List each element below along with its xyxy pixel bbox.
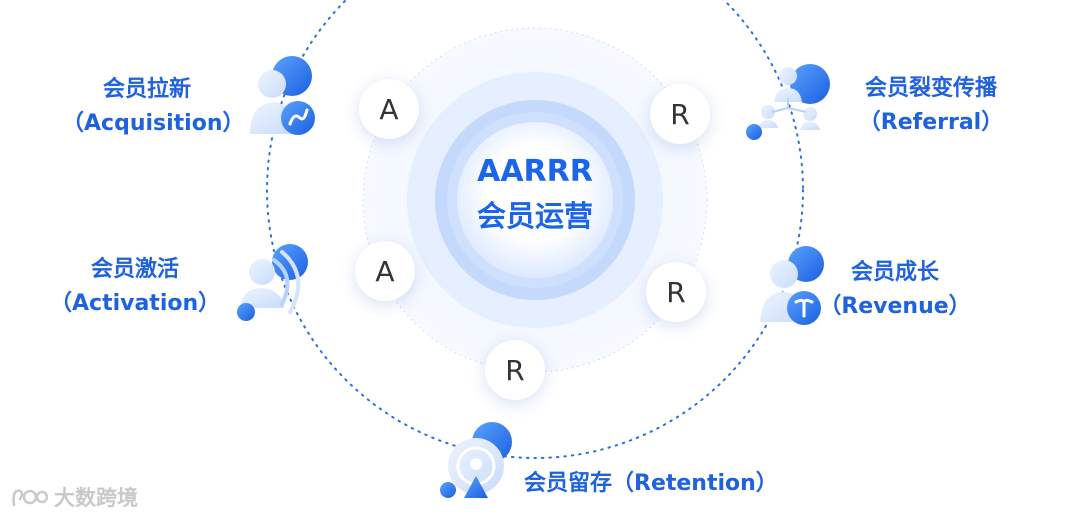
acquisition-en: （Acquisition） xyxy=(62,111,245,136)
acquisition-cn: 会员拉新 xyxy=(102,77,191,102)
activation-cn: 会员激活 xyxy=(90,257,179,282)
watermark-text: 大数跨境 xyxy=(54,486,138,510)
acquisition-icon xyxy=(250,56,315,135)
watermark-logo-icon xyxy=(12,489,48,507)
revenue-cn: 会员成长 xyxy=(850,260,939,285)
watermark: 大数跨境 xyxy=(10,482,138,512)
core-circle xyxy=(457,122,613,278)
activation-icon xyxy=(237,244,308,321)
revenue-label: 会员成长 （Revenue） xyxy=(810,256,980,324)
referral-icon xyxy=(746,64,830,140)
center-title-line1: AARRR xyxy=(477,154,593,189)
activation-en: （Activation） xyxy=(50,291,221,316)
center-title: AARRR 会员运营 xyxy=(445,152,625,236)
center-title-line2: 会员运营 xyxy=(476,199,593,233)
revenue-en: （Revenue） xyxy=(819,294,971,319)
letter-r-referral: R xyxy=(650,84,710,144)
retention-label: 会员留存（Retention） xyxy=(524,467,778,501)
letter-r-retention: R xyxy=(485,340,545,400)
retention-full: 会员留存（Retention） xyxy=(524,471,778,496)
letter-a-activation: A xyxy=(355,241,415,301)
activation-label: 会员激活 （Activation） xyxy=(50,253,220,321)
letter-a-acquisition: A xyxy=(359,79,419,139)
retention-icon xyxy=(440,422,512,498)
letter-r-revenue: R xyxy=(646,262,706,322)
referral-cn: 会员裂变传播 xyxy=(864,76,997,101)
acquisition-label: 会员拉新 （Acquisition） xyxy=(62,73,245,141)
outer-orbit xyxy=(266,0,804,459)
referral-label: 会员裂变传播 （Referral） xyxy=(846,72,1016,140)
referral-en: （Referral） xyxy=(858,110,1004,135)
revenue-icon xyxy=(760,246,824,325)
